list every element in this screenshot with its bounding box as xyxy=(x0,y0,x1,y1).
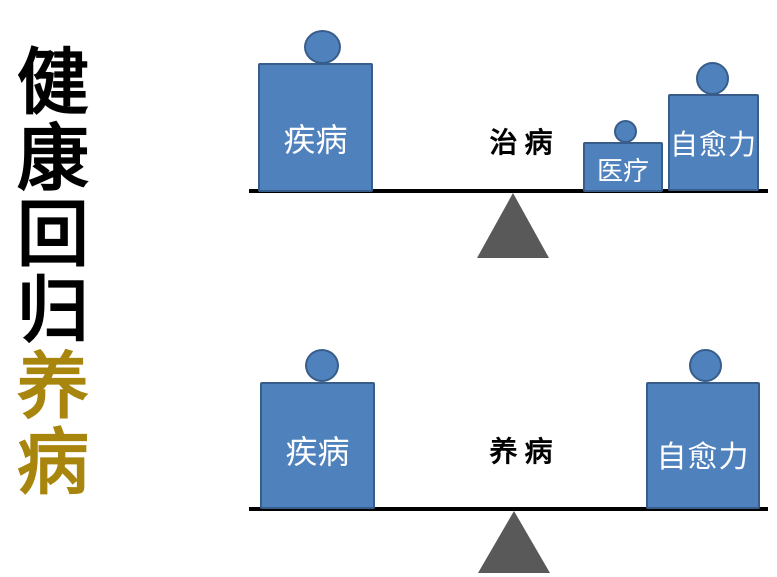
medical-weight-label: 医疗 xyxy=(596,155,649,186)
self-healing-weight-label: 自愈力 xyxy=(670,128,758,160)
center-label-treat: 治 病 xyxy=(489,128,553,159)
fulcrum-triangle-icon xyxy=(477,193,549,258)
weight-knob-icon xyxy=(696,62,729,95)
disease-weight-label: 疾病 xyxy=(283,121,348,158)
weight-knob-icon xyxy=(304,30,341,64)
title-text-black: 健康回归 xyxy=(5,44,86,348)
fulcrum-triangle-icon xyxy=(478,511,550,573)
medical-weight-box: 医疗 xyxy=(583,142,663,192)
disease-weight-box: 疾病 xyxy=(258,63,373,192)
seesaw-beam-bottom xyxy=(249,507,768,511)
self-healing-weight-label: 自愈力 xyxy=(656,440,750,474)
weight-knob-icon xyxy=(614,120,637,143)
title-text-gold: 养病 xyxy=(5,348,86,500)
page-title: 健康回归养病 xyxy=(2,44,88,500)
disease-weight-box: 疾病 xyxy=(260,382,375,509)
seesaw-beam-top xyxy=(249,189,768,193)
weight-knob-icon xyxy=(305,349,339,382)
self-healing-weight-box: 自愈力 xyxy=(668,94,759,191)
disease-weight-label: 疾病 xyxy=(285,433,350,470)
weight-knob-icon xyxy=(689,349,722,382)
center-label-nurture: 养 病 xyxy=(489,437,553,468)
self-healing-weight-box: 自愈力 xyxy=(646,382,760,509)
